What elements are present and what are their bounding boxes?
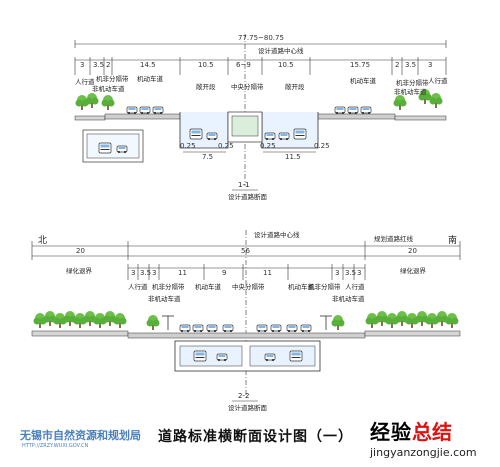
section-2-median: 中央分隔带 — [232, 283, 265, 291]
section-2-green-left-width: 20 — [76, 247, 85, 255]
watermark-text-red: 总结 — [412, 420, 452, 444]
section-1-nonmotor-right: 机非分隔带 — [396, 79, 429, 87]
section-1-walk-left: 人行道 — [75, 78, 95, 86]
section-1-motor-right: 机动车道 — [350, 77, 376, 85]
agency-name: 无锡市自然资源和规划局 — [20, 429, 141, 442]
section-1-width-8: 2 — [395, 61, 400, 69]
section-1-width-2: 2 — [106, 61, 111, 69]
red-line-label: 规划道路红线 — [374, 235, 413, 243]
section-2-width-0: 3 — [131, 269, 136, 277]
section-1-width-7: 15.75 — [350, 61, 371, 69]
drawing-title: 道路标准横断面设计图（一） — [158, 429, 353, 445]
section-1-width-0: 3 — [80, 61, 85, 69]
section-1-nonmotor-lane-left: 非机动车道 — [92, 85, 125, 93]
section-1-walk-right: 人行道 — [428, 77, 448, 85]
section-1-caption: 设计道路断面 — [228, 193, 267, 201]
watermark: 经验总结 — [370, 422, 452, 442]
section-2-motor-right: 机动车道 — [288, 283, 314, 291]
section-1-width-9: 3.5 — [405, 61, 417, 69]
section-2-nonmotor-left: 机非分隔带 — [152, 283, 185, 291]
section-1-total-width: 77.75~80.75 — [238, 34, 284, 42]
section-1-tunnel-right-a: 0.25 — [260, 142, 276, 150]
section-1-tunnel-left-a: 0.25 — [180, 142, 196, 150]
section-1-nonmotor-left: 机非分隔带 — [96, 75, 129, 83]
section-2-caption: 设计道路断面 — [228, 404, 267, 412]
section-1-centerline-label: 设计道路中心线 — [258, 47, 304, 55]
section-2-nonmotor-right: 机非分隔带 — [308, 283, 341, 291]
section-2-nonmotor-lane-right: 非机动车道 — [332, 295, 365, 303]
section-1-tunnel-left-b: 0.25 — [218, 142, 234, 150]
north-label: 北 — [38, 236, 48, 246]
section-2-nonmotor-lane-left: 非机动车道 — [148, 295, 181, 303]
south-label: 南 — [448, 236, 458, 246]
section-2-green-left: 绿化退界 — [66, 267, 92, 275]
section-2-walk-left: 人行道 — [128, 283, 148, 291]
section-2-width-7: 3.5 — [345, 269, 357, 277]
section-2-motor-left: 机动车道 — [195, 283, 221, 291]
section-1-nonmotor-lane-right: 非机动车道 — [394, 88, 427, 96]
section-2-road — [31, 330, 461, 372]
section-1-tunnel-left-w: 7.5 — [202, 153, 214, 161]
section-2-width-8: 3 — [357, 269, 362, 277]
section-2-total-width: 56 — [241, 247, 250, 255]
section-2-width-4: 9 — [222, 269, 227, 277]
section-2-green-right-width: 20 — [408, 247, 417, 255]
section-1-width-6: 10.5 — [278, 61, 294, 69]
watermark-text-dark: 经验 — [370, 420, 412, 444]
section-2-walk-right: 人行道 — [345, 283, 365, 291]
section-1-tunnel-right-b: 0.25 — [314, 142, 330, 150]
section-2-width-1: 3.5 — [140, 269, 152, 277]
section-1-width-3: 14.5 — [140, 61, 156, 69]
section-1-open-right: 敞开段 — [285, 83, 305, 91]
section-2-name: 2-2 — [238, 392, 250, 400]
section-1-width-1: 3.5 — [93, 61, 105, 69]
section-2-width-5: 11 — [263, 269, 272, 277]
section-1-width-5: 6~9 — [236, 61, 251, 69]
section-2-dimension-lines — [31, 230, 461, 400]
section-1-dimension-lines — [74, 34, 447, 186]
section-1-road — [74, 111, 447, 163]
section-1-tunnel-right-w: 11.5 — [285, 153, 301, 161]
section-2-centerline-label: 设计道路中心线 — [254, 231, 300, 239]
section-1-median: 中央分隔带 — [231, 83, 264, 91]
section-2-width-3: 11 — [178, 269, 187, 277]
section-1-width-4: 10.5 — [198, 61, 214, 69]
section-1-name: 1-1 — [238, 181, 250, 189]
section-1-open-left: 敞开段 — [196, 83, 216, 91]
section-2-width-2: 3 — [152, 269, 157, 277]
section-2-green-right: 绿化退界 — [400, 267, 426, 275]
watermark-url: jingyanzongjie.com — [370, 446, 477, 459]
section-1-width-10: 3 — [428, 61, 433, 69]
section-2-width-6: 3 — [335, 269, 340, 277]
agency-url: HTTP://ZRZY.WUXI.GOV.CN — [22, 443, 89, 449]
section-1-motor-left: 机动车道 — [137, 75, 163, 83]
